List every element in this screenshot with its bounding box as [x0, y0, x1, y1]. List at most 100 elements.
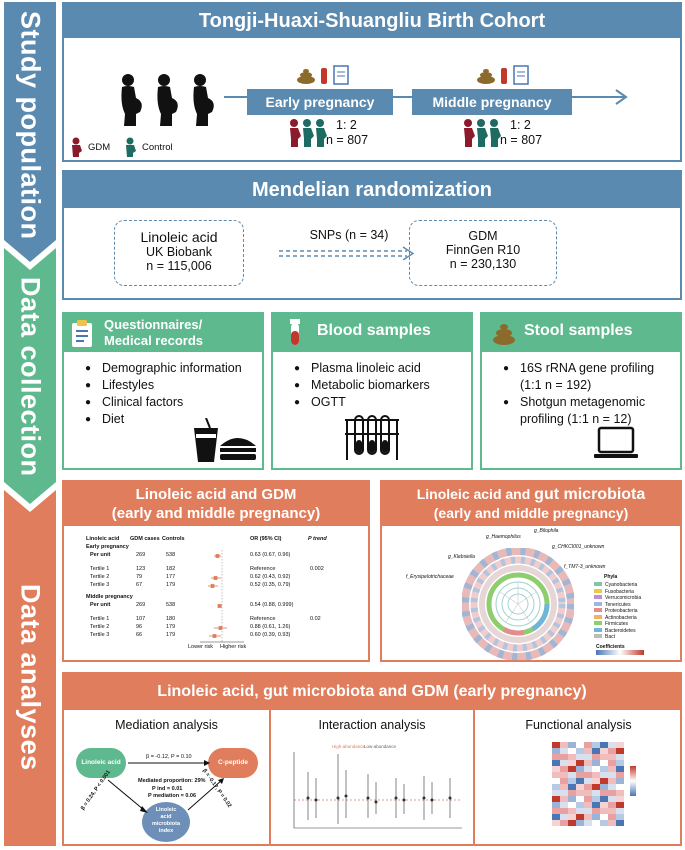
- heatmap-cell: [608, 766, 616, 772]
- heatmap-cell: [552, 772, 560, 778]
- heatmap-cell: [576, 784, 584, 790]
- row-cases: 107: [136, 616, 146, 622]
- blood-tube-icon: [290, 319, 300, 345]
- heatmap-cell: [552, 748, 560, 754]
- col-cases: GDM cases: [130, 536, 160, 542]
- lower-risk-label: Lower risk: [188, 644, 214, 650]
- row-or: 0.62 (0.43, 0.92): [250, 574, 291, 580]
- la-gdm-panel: Linoleic acid and GDM (early and middle …: [62, 480, 370, 662]
- control-legend-label: Control: [142, 142, 173, 153]
- phyla-label: Firmicutes: [605, 621, 629, 627]
- row-controls: 538: [166, 602, 176, 608]
- heatmap-cell: [584, 814, 592, 820]
- row-label: Tertile 3: [90, 582, 110, 588]
- node-index-line: Linoleic: [155, 807, 177, 813]
- questionnaire-title-line1: Questionnaires/: [104, 317, 203, 332]
- taxon-label: g_CHKCI001_unknown: [552, 544, 605, 550]
- stool-icon: [493, 324, 515, 345]
- heatmap-cell: [592, 748, 600, 754]
- list-item: Plasma linoleic acid: [294, 360, 430, 377]
- row-p: 0.002: [310, 566, 324, 572]
- gdm-legend-icon: [72, 137, 82, 157]
- heatmap-cell: [600, 784, 608, 790]
- blood-header: Blood samples: [273, 314, 471, 352]
- heatmap-cell: [584, 820, 592, 826]
- heatmap-cell: [592, 802, 600, 808]
- heatmap-cell: [560, 778, 568, 784]
- row-cases: 66: [136, 632, 143, 638]
- list-item: 16S rRNA gene profiling(1:1 n = 192): [503, 360, 655, 394]
- heatmap-cell: [600, 808, 608, 814]
- row-label: Tertile 2: [90, 574, 110, 580]
- heatmap-cell: [568, 790, 576, 796]
- heatmap-cell: [560, 772, 568, 778]
- heatmap-cell: [600, 760, 608, 766]
- lagm-gdm-panel: Linoleic acid, gut microbiota and GDM (e…: [62, 672, 682, 846]
- heatmap-cell: [576, 748, 584, 754]
- mr-outcome-box: GDM FinnGen R10 n = 230,130: [409, 220, 557, 286]
- heatmap-cell: [608, 778, 616, 784]
- heatmap-cell: [560, 766, 568, 772]
- row-or: Reference: [250, 616, 276, 622]
- heatmap-cell: [608, 784, 616, 790]
- clipboard-icon: [72, 320, 92, 347]
- heatmap-cell: [592, 796, 600, 802]
- phyla-swatch: [594, 614, 602, 619]
- la-gm-title-emph: gut microbiota: [534, 486, 646, 503]
- middle-section-label: Middle pregnancy: [86, 594, 133, 600]
- heatmap-cell: [616, 808, 624, 814]
- heatmap-cell: [568, 760, 576, 766]
- col-la: Linoleic acid: [86, 536, 120, 542]
- heatmap-cell: [584, 784, 592, 790]
- heatmap-cell: [552, 754, 560, 760]
- stool-item1-line1: 16S rRNA gene profiling: [520, 361, 655, 375]
- row-cases: 269: [136, 552, 146, 558]
- stool-panel: Stool samples 16S rRNA gene profiling(1:…: [480, 312, 682, 470]
- mr-exposure-name: Linoleic acid: [140, 229, 218, 245]
- legend-high: High-abundance: [332, 744, 366, 749]
- phyla-swatch: [594, 621, 602, 625]
- node-microbiota-index: Linoleic acid microbiota index: [142, 802, 190, 842]
- heatmap-cell: [568, 796, 576, 802]
- blood-panel: Blood samples Plasma linoleic acid Metab…: [271, 312, 473, 470]
- early-pregnancy-label: Early pregnancy: [247, 89, 393, 115]
- phyla-legend-item: Actinobacteria: [594, 614, 674, 622]
- heatmap-cell: [552, 760, 560, 766]
- heatmap-cell: [568, 802, 576, 808]
- heatmap-cell: [584, 742, 592, 748]
- heatmap-cell: [568, 778, 576, 784]
- heatmap-cell: [552, 742, 560, 748]
- mr-exposure-source: UK Biobank: [145, 245, 212, 259]
- heatmap-cell: [568, 766, 576, 772]
- mr-exposure-box: Linoleic acid UK Biobank n = 115,006: [114, 220, 244, 286]
- food-drink-icon: [194, 418, 256, 462]
- heatmap-cell: [608, 754, 616, 760]
- p-ind: P ind = 0.01: [152, 786, 183, 792]
- phyla-label: Tenericutes: [605, 601, 631, 608]
- stool-list: 16S rRNA gene profiling(1:1 n = 192) Sho…: [502, 360, 654, 428]
- heatmap-cell: [616, 766, 624, 772]
- phyla-legend-item: Firmicutes: [594, 621, 674, 628]
- phyla-label: Fusobacteria: [605, 588, 634, 595]
- phyla-legend-item: Proteobacteria: [594, 608, 674, 615]
- early-section-label: Early pregnancy: [86, 544, 129, 550]
- heatmap-cell: [592, 814, 600, 820]
- heatmap-cell: [552, 802, 560, 808]
- heatmap-cell: [608, 748, 616, 754]
- la-gm-title-line2: (early and middle pregnancy): [433, 505, 629, 521]
- middle-pregnancy-label: Middle pregnancy: [412, 89, 572, 115]
- heatmap-cell: [560, 784, 568, 790]
- mr-outcome-name: GDM: [468, 229, 498, 243]
- heatmap-cell: [560, 814, 568, 820]
- heatmap-cell: [576, 742, 584, 748]
- heatmap-cell: [576, 796, 584, 802]
- node-linoleic-acid: Linoleic acid: [76, 748, 126, 778]
- sidebar-study-population: Study population: [15, 10, 46, 240]
- heatmap-cell: [552, 784, 560, 790]
- sidebar-data-analyses: Data analyses: [15, 584, 46, 771]
- p-mediation: P mediation = 0.06: [148, 793, 197, 799]
- table-row: Per unit 269 538 0.63 (0.67, 0.96): [86, 552, 356, 560]
- interaction-title: Interaction analysis: [318, 718, 426, 732]
- heatmap-cell: [576, 814, 584, 820]
- sidebar-chevrons: [4, 2, 56, 846]
